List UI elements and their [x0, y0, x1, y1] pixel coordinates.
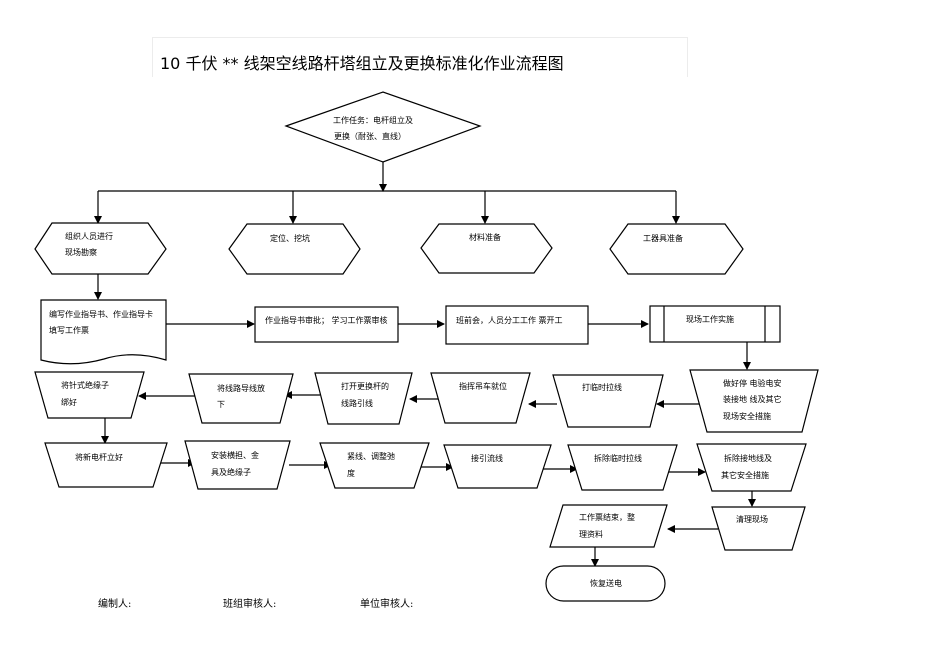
- start-diamond: [284, 91, 482, 163]
- r2-insulator-label-2: 绑好: [61, 397, 77, 407]
- r2-jumper-trapezoid: [314, 372, 413, 425]
- review-box: [254, 306, 399, 343]
- r2-lower-conductor-trapezoid: [188, 373, 294, 424]
- r2-insulator-label-1: 将针式绝缘子: [61, 380, 109, 390]
- finish-label-1: 工作票结束，整: [579, 512, 635, 522]
- r2-lower-conductor-label-2: 下: [217, 400, 225, 409]
- implement-box: [649, 305, 781, 343]
- r2-insulator-trapezoid: [34, 371, 145, 419]
- title-frame: [152, 37, 688, 77]
- r3-remove-ground-label-2: 其它安全措施: [721, 470, 769, 480]
- r3-erect-pole-label: 将新电杆立好: [75, 452, 123, 462]
- r2-lower-conductor-label-1: 将线路导线放: [217, 383, 265, 393]
- r2-jumper-label-1: 打开更换杆的: [341, 381, 389, 391]
- prep-survey-label-2: 现场勘察: [65, 247, 97, 257]
- page-title: 10 千伏 ** 线架空线路杆塔组立及更换标准化作业流程图: [160, 54, 564, 73]
- r2-jumper-label-2: 线路引线: [341, 398, 373, 408]
- review-label: 作业指导书审批； 学习工作票审核: [265, 315, 388, 325]
- r3-crossarm-label-1: 安装横担、金: [211, 450, 259, 460]
- r2-safety-label-1: 做好停 电验电安: [723, 378, 782, 388]
- prep-hexagon-positioning: [228, 223, 361, 275]
- start-decision: 工作任务：电杆组立及 更换（耐张、直线）: [284, 91, 482, 163]
- prep-positioning-label: 定位、挖坑: [270, 233, 310, 243]
- r3-tension-trapezoid: [319, 442, 430, 489]
- r2-temp-guy-trapezoid: [552, 374, 664, 428]
- prep-materials-label: 材料准备: [469, 232, 501, 242]
- r3-remove-ground-trapezoid: [696, 443, 807, 492]
- r3-remove-ground-label-1: 拆除接地线及: [724, 453, 772, 463]
- cleanup-trapezoid: [711, 506, 806, 551]
- r3-crossarm-label-2: 具及绝缘子: [211, 467, 251, 477]
- start-label-2: 更换（耐张、直线）: [334, 131, 406, 141]
- r2-safety-label-2: 装接地 线及其它: [723, 394, 782, 404]
- process-row-3: 将新电杆立好 安装横担、金 具及绝缘子 紧线、调整弛 度 接引流线 拆除临时拉线…: [44, 440, 807, 492]
- r3-crossarm-trapezoid: [184, 440, 291, 490]
- prep-hexagon-materials: [420, 223, 553, 274]
- r2-temp-guy-label: 打临时拉线: [582, 382, 622, 392]
- end-label: 恢复送电: [590, 578, 622, 588]
- process-row-1: 编写作业指导书、作业指导卡 填写工作票 作业指导书审批； 学习工作票审核 班前会…: [40, 299, 781, 365]
- implement-label: 现场工作实施: [686, 314, 734, 324]
- meeting-label: 班前会，人员分工工作 票开工: [456, 315, 563, 325]
- r3-connect-jumper-label: 接引流线: [471, 453, 503, 463]
- prep-survey-label-1: 组织人员进行: [65, 231, 113, 241]
- cleanup-label: 清理现场: [736, 514, 768, 524]
- prep-hexagon-survey: [34, 222, 167, 275]
- r2-safety-trapezoid: [689, 369, 819, 433]
- r3-connect-jumper-trapezoid: [443, 444, 552, 489]
- r3-tension-label-2: 度: [347, 468, 355, 478]
- prep-hexagon-tools: [609, 223, 744, 275]
- r3-remove-guy-trapezoid: [567, 444, 678, 491]
- connectors: [94, 162, 756, 567]
- process-row-2: 做好停 电验电安 装接地 线及其它 现场安全措施 打临时拉线 指挥吊车就位 打开…: [34, 369, 819, 433]
- prep-row: 组织人员进行 现场勘察 定位、挖坑 材料准备 工器具准备: [34, 222, 744, 275]
- r2-crane-label: 指挥吊车就位: [459, 381, 507, 391]
- r3-tension-label-1: 紧线、调整弛: [347, 451, 395, 461]
- signature-editor: 编制人:: [98, 599, 132, 610]
- document-shape: [40, 299, 167, 365]
- meeting-box: [445, 305, 589, 345]
- signature-unit-reviewer: 单位审核人:: [360, 599, 414, 610]
- finish-label-2: 理资料: [579, 529, 603, 539]
- prep-tools-label: 工器具准备: [643, 233, 683, 243]
- signature-team-reviewer: 班组审核人:: [223, 599, 277, 610]
- document-label-1: 编写作业指导书、作业指导卡: [49, 309, 153, 319]
- finish-parallelogram: [549, 504, 668, 548]
- closing-steps: 清理现场 工作票结束，整 理资料 恢复送电: [545, 504, 806, 602]
- r3-erect-pole-trapezoid: [44, 442, 168, 488]
- document-label-2: 填写工作票: [49, 325, 89, 335]
- start-label-1: 工作任务：电杆组立及: [333, 115, 413, 125]
- r3-remove-guy-label: 拆除临时拉线: [594, 453, 642, 463]
- r2-safety-label-3: 现场安全措施: [723, 411, 771, 421]
- r2-crane-trapezoid: [430, 372, 531, 424]
- end-terminator: [545, 565, 666, 602]
